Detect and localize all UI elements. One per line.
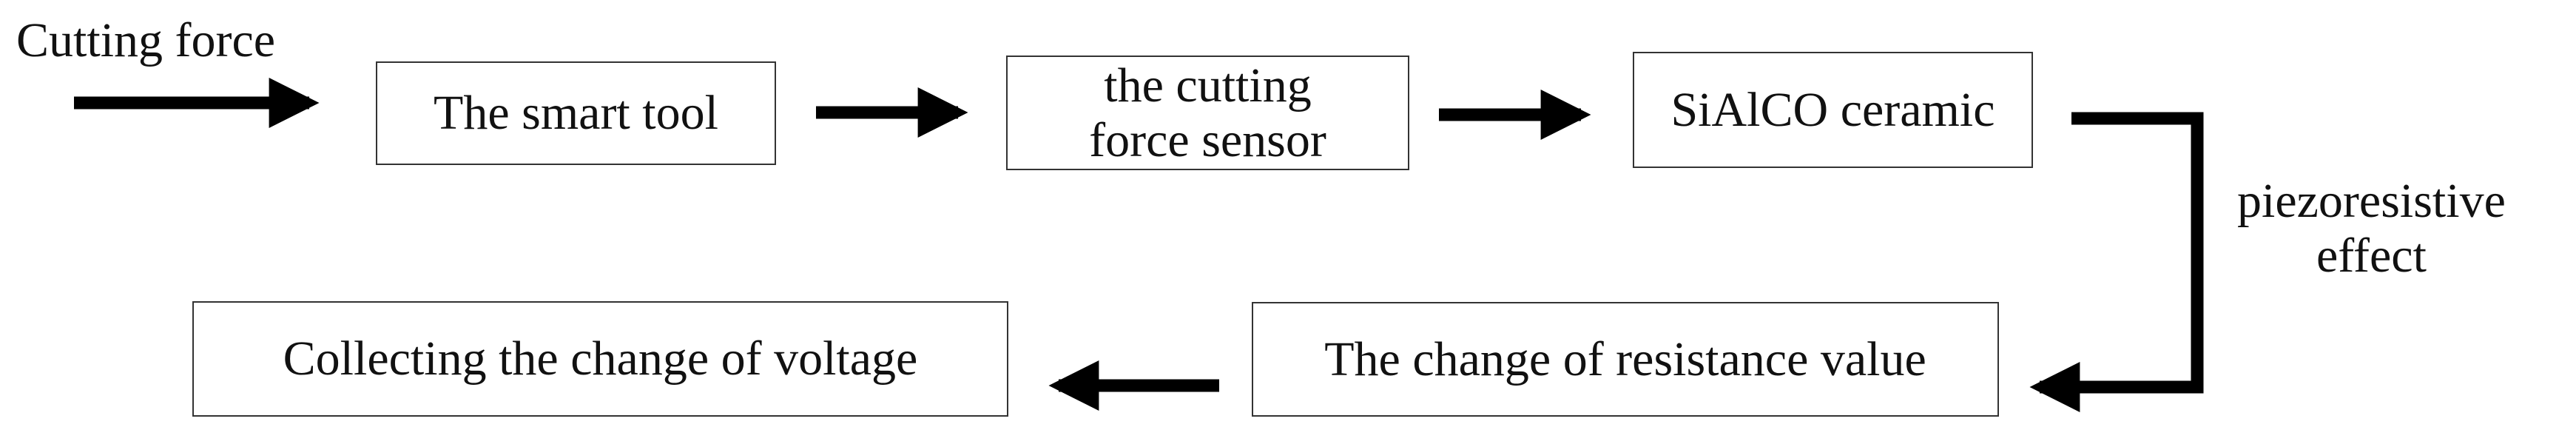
resistance-change-text: The change of resistance value (1324, 332, 1926, 386)
smart-tool-text: The smart tool (434, 86, 718, 141)
sialco-ceramic-box: SiAlCO ceramic (1633, 52, 2033, 168)
cutting-force-label: Cutting force (16, 13, 276, 67)
piezo-label-line-1: piezoresistive (2237, 174, 2506, 228)
cutting-force-sensor-text: the cutting force sensor (1089, 58, 1326, 168)
resistance-change-box: The change of resistance value (1252, 302, 1999, 417)
sensor-text-line-1: the cutting (1104, 58, 1312, 112)
arrow-ceramic-to-resistance (2029, 112, 2204, 412)
sensor-text-line-2: force sensor (1089, 112, 1326, 167)
sialco-ceramic-text: SiAlCO ceramic (1670, 82, 1995, 137)
piezoresistive-effect-label: piezoresistive effect (2237, 174, 2506, 283)
smart-tool-box: The smart tool (376, 61, 776, 165)
piezo-label-line-2: effect (2316, 228, 2427, 283)
voltage-collection-box: Collecting the change of voltage (192, 301, 1008, 417)
cutting-force-sensor-box: the cutting force sensor (1006, 56, 1409, 170)
voltage-collection-text: Collecting the change of voltage (283, 332, 918, 386)
